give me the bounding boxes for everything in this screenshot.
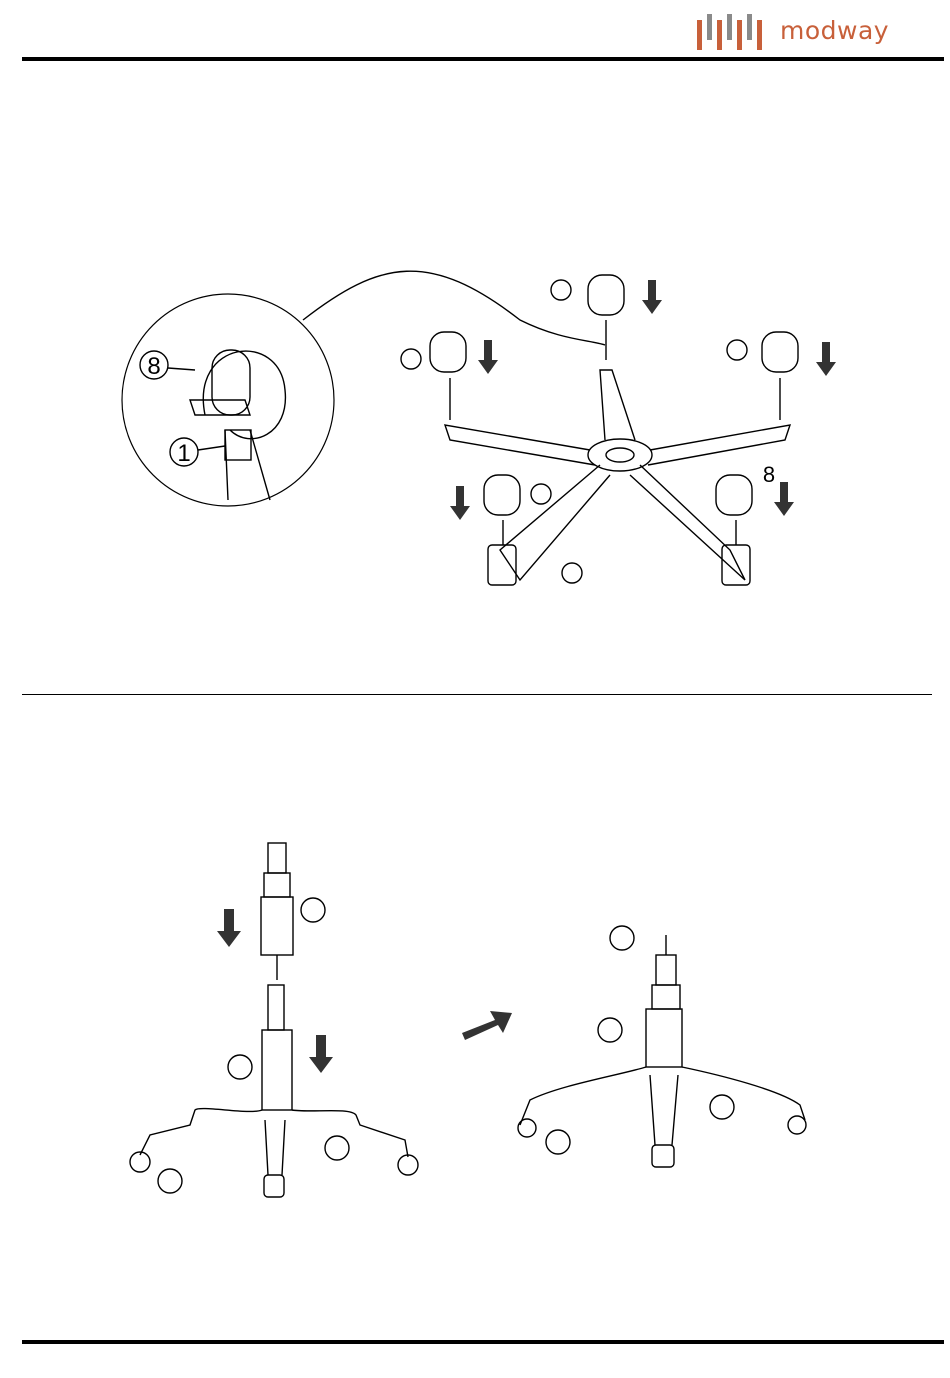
caster-label-text: 8 [763,462,775,487]
base-callout [562,563,582,583]
footer-rule [22,1340,944,1344]
caster-right [727,332,798,420]
star-base [445,370,790,585]
brand-logo: modway [694,6,884,56]
detail-label-base-text: 1 [177,440,190,467]
caster-top [551,275,624,360]
header-rule [22,57,944,61]
down-arrow-icon [450,280,836,520]
section-divider [22,694,932,695]
detail-label-caster-text: 8 [147,353,160,380]
assembled-chair-base [518,926,806,1167]
gas-lift-exploded [228,843,325,1110]
down-arrow-icon [217,909,333,1073]
caster-left [401,332,466,420]
caster-detail-view: 8 1 [122,271,605,506]
caster-bottom-right [716,475,752,545]
gas-lift-figure [0,835,950,1215]
next-step-arrow-icon [462,1011,512,1040]
assembled-base-left [130,1109,418,1197]
caster-assembly-figure: 8 1 8 [0,260,950,600]
brand-name: modway [780,16,889,45]
logo-mark-icon [694,6,774,56]
